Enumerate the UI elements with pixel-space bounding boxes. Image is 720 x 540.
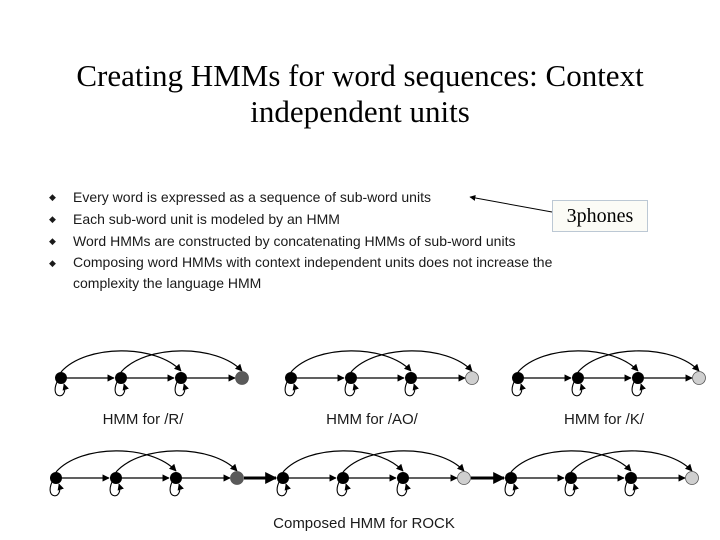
composed-r-emitting-state: [170, 472, 182, 484]
hmm-r-self-loop: [54, 381, 69, 397]
composed-k-skip-arc: [510, 450, 632, 473]
hmm-ao-self-loop: [404, 381, 419, 397]
hmm-k-self-loop: [631, 381, 646, 397]
composed-r-self-loop: [49, 481, 64, 497]
composed-ao-emitting-state: [397, 472, 409, 484]
composed-ao-exit-state: [457, 471, 471, 485]
hmm-k-skip-arc: [517, 350, 639, 373]
caption-composed-hmm: Composed HMM for ROCK: [273, 515, 455, 532]
hmm-r-skip-arc: [60, 350, 182, 373]
composed-r-skip-arc: [115, 450, 238, 473]
hmm-k-emitting-state: [512, 372, 524, 384]
composed-ao-emitting-state: [337, 472, 349, 484]
hmm-k-exit-state: [692, 371, 706, 385]
diamond-bullet-icon: ◆: [49, 236, 56, 246]
bullet-item: ◆ Word HMMs are constructed by concatenat…: [48, 230, 608, 252]
composed-k-emitting-state: [505, 472, 517, 484]
composed-ao-self-loop: [396, 481, 411, 497]
callout-leader-line: [469, 195, 553, 213]
callout-box: 3phones: [552, 200, 648, 232]
composed-r-emitting-state: [50, 472, 62, 484]
composed-r-self-loop: [109, 481, 124, 497]
bullet-list: ◆ Every word is expressed as a sequence o…: [48, 186, 608, 294]
hmm-k-emitting-state: [572, 372, 584, 384]
hmm-r-emitting-state: [115, 372, 127, 384]
bullet-text: Composing word HMMs with context indepen…: [73, 254, 553, 291]
hmm-k-self-loop: [571, 381, 586, 397]
composed-r-emitting-state: [110, 472, 122, 484]
hmm-ao-skip-arc: [350, 350, 473, 373]
bullet-text: Each sub-word unit is modeled by an HMM: [73, 211, 340, 227]
caption-hmm-r: HMM for /R/: [103, 411, 185, 428]
hmm-ao-emitting-state: [405, 372, 417, 384]
caption-hmm-ao: HMM for /AO/: [326, 411, 419, 428]
bullet-item: ◆ Each sub-word unit is modeled by an HMM: [48, 208, 608, 230]
hmm-r-self-loop: [174, 381, 189, 397]
hmm-r-emitting-state: [175, 372, 187, 384]
bullet-item: ◆ Every word is expressed as a sequence o…: [48, 186, 608, 208]
bullet-text: Every word is expressed as a sequence of…: [73, 189, 431, 205]
hmm-ao-emitting-state: [345, 372, 357, 384]
hmm-ao-skip-arc: [290, 350, 412, 373]
hmm-r-self-loop: [114, 381, 129, 397]
composed-k-emitting-state: [565, 472, 577, 484]
composed-r-exit-state: [230, 471, 244, 485]
hmm-ao-emitting-state: [285, 372, 297, 384]
bullet-item: ◆ Composing word HMMs with context indepe…: [48, 252, 608, 294]
composed-k-self-loop: [504, 481, 519, 497]
hmm-k-self-loop: [511, 381, 526, 397]
caption-hmm-k: HMM for /K/: [564, 411, 645, 428]
composed-ao-skip-arc: [282, 450, 404, 473]
composed-ao-skip-arc: [342, 450, 465, 473]
composed-ao-self-loop: [336, 481, 351, 497]
hmm-k-skip-arc: [577, 350, 700, 373]
composed-k-self-loop: [624, 481, 639, 497]
hmm-ao-exit-state: [465, 371, 479, 385]
composed-r-skip-arc: [55, 450, 177, 473]
hmm-r-emitting-state: [55, 372, 67, 384]
diamond-bullet-icon: ◆: [49, 258, 56, 268]
hmm-k-emitting-state: [632, 372, 644, 384]
hmm-r-skip-arc: [120, 350, 243, 373]
hmm-r-exit-state: [235, 371, 249, 385]
slide-title: Creating HMMs for word sequences: Contex…: [76, 58, 644, 129]
diamond-bullet-icon: ◆: [49, 192, 56, 202]
composed-ao-emitting-state: [277, 472, 289, 484]
hmm-ao-self-loop: [284, 381, 299, 397]
composed-k-skip-arc: [570, 450, 693, 473]
bullet-text: Word HMMs are constructed by concatenati…: [73, 233, 516, 249]
diamond-bullet-icon: ◆: [49, 214, 56, 224]
composed-k-emitting-state: [625, 472, 637, 484]
composed-ao-self-loop: [276, 481, 291, 497]
hmm-graphs: [49, 350, 706, 497]
composed-k-exit-state: [685, 471, 699, 485]
composed-k-self-loop: [564, 481, 579, 497]
composed-r-self-loop: [169, 481, 184, 497]
hmm-ao-self-loop: [344, 381, 359, 397]
